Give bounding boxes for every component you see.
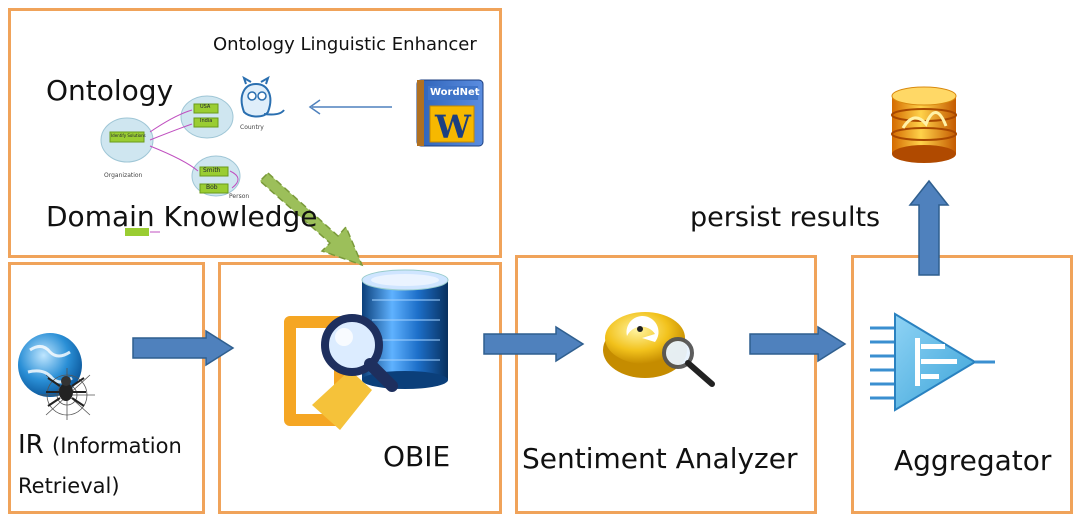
sentiment-analyzer-icon [603, 312, 715, 387]
ir-to-obie-arrow [132, 329, 235, 367]
results-database-icon [891, 86, 957, 163]
globe-spider-icon [18, 333, 95, 420]
ontology-label: Ontology [46, 74, 174, 107]
ir-label-main: IR [18, 430, 44, 460]
ontology-instance-solutions: Identify Solutions [111, 133, 146, 138]
enhancer-label: Ontology Linguistic Enhancer [213, 34, 477, 55]
aggregator-label: Aggregator [894, 444, 1052, 477]
ontology-instance-india: India [200, 118, 213, 124]
ontology-class-person: Person [229, 193, 250, 200]
wordnet-icon: W [416, 79, 484, 147]
persist-results-label: persist results [690, 202, 881, 233]
ontology-instance-usa: USA [200, 104, 211, 110]
obie-to-sentiment-arrow [483, 325, 585, 363]
obie-label: OBIE [383, 440, 451, 473]
ir-label-line2: Retrieval) [18, 474, 120, 498]
wordnet-label: WordNet [430, 87, 480, 98]
domain-knowledge-arrow [258, 171, 364, 267]
sentiment-stage-box [515, 255, 817, 514]
owl-icon [240, 75, 285, 118]
persist-arrow [908, 179, 950, 276]
enhancer-arrow [308, 99, 392, 115]
search-magnifier-icon [321, 314, 398, 392]
ontology-instance-smith: Smith [203, 167, 221, 174]
ir-label: IR (Information [18, 430, 182, 460]
ontology-instance-bob: Bob [206, 184, 218, 191]
svg-text:W: W [434, 108, 472, 146]
ontology-graph [100, 95, 241, 236]
ontology-class-organization: Organization [104, 172, 143, 179]
sentiment-analyzer-label: Sentiment Analyzer [522, 442, 798, 475]
domain-knowledge-label: Domain Knowledge [46, 200, 318, 233]
obie-document-icon [284, 316, 372, 430]
sentiment-to-aggregator-arrow [749, 325, 847, 363]
ir-label-paren: (Information [52, 434, 182, 458]
ontology-class-country: Country [240, 124, 264, 131]
aggregator-icon [870, 312, 995, 412]
